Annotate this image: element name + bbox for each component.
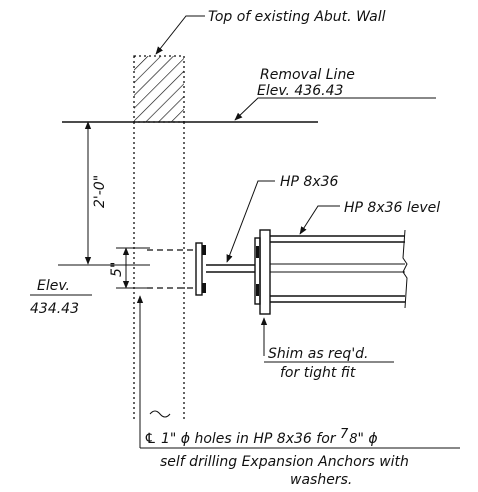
wall-dotted-edges (133, 122, 185, 420)
hp-pile-stub (206, 264, 255, 273)
hp-level-beam (270, 229, 408, 309)
top-wall-leader (155, 15, 205, 55)
expansion-anchors (147, 242, 206, 296)
note-line3: washers. (290, 472, 352, 488)
existing-wall-top (133, 55, 185, 123)
hp-level-leader (299, 205, 340, 235)
dimension-5in-label: 5" (109, 262, 125, 277)
note-line1-b: " ϕ (358, 431, 378, 447)
top-wall-label: Top of existing Abut. Wall (208, 9, 386, 25)
removal-line-leader (234, 97, 436, 121)
note-line2: self drilling Expansion Anchors with (160, 454, 409, 470)
shim-plate-assembly (254, 229, 271, 315)
hp-pile-label: HP 8x36 (280, 174, 339, 190)
removal-line-label: Removal Line (260, 67, 355, 83)
hp-pile-leader (226, 180, 275, 263)
dimension-2ft-label: 2'-0" (92, 175, 108, 208)
note-frac-den: 8 (349, 432, 357, 447)
elev-label: Elev. (37, 278, 70, 294)
hp-level-label: HP 8x36 level (344, 200, 440, 216)
note-leader (136, 295, 460, 449)
dimension-5in (116, 247, 150, 289)
elev-value: 434.43 (30, 301, 79, 317)
note-line1-a: ℄ 1" ϕ holes in HP 8x36 for (144, 431, 340, 447)
removal-elev-label: Elev. 436.43 (257, 83, 343, 99)
shim-label-line2: for tight fit (280, 365, 356, 381)
shim-label-line1: Shim as req'd. (268, 346, 369, 362)
note-line1: ℄ 1" ϕ holes in HP 8x36 for 78" ϕ (144, 427, 378, 447)
note-frac-num: 7 (340, 427, 349, 442)
